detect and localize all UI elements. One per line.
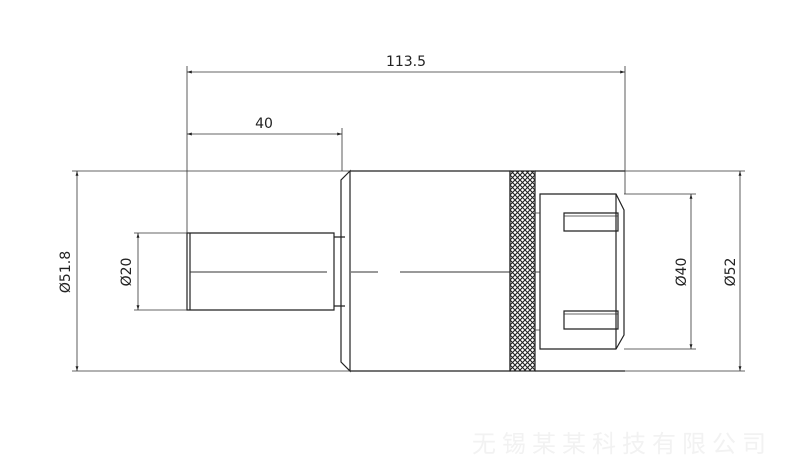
dim-overall-length: 113.5 (386, 54, 426, 70)
extension-lines (72, 66, 745, 372)
dim-shaft-diameter: Ø20 (119, 258, 135, 287)
dim-outer-diameter-left: Ø51.8 (58, 251, 74, 293)
knurled-ring (509, 170, 536, 372)
body (340, 169, 511, 373)
shaft (186, 232, 345, 311)
cap (535, 170, 625, 372)
watermark-text: 无锡某某科技有限公司 (472, 430, 772, 458)
dim-outer-diameter-right: Ø52 (723, 258, 739, 287)
dim-shaft-length: 40 (255, 116, 273, 132)
dimension-lines (75, 70, 742, 371)
dim-inner-diameter: Ø40 (674, 258, 690, 287)
